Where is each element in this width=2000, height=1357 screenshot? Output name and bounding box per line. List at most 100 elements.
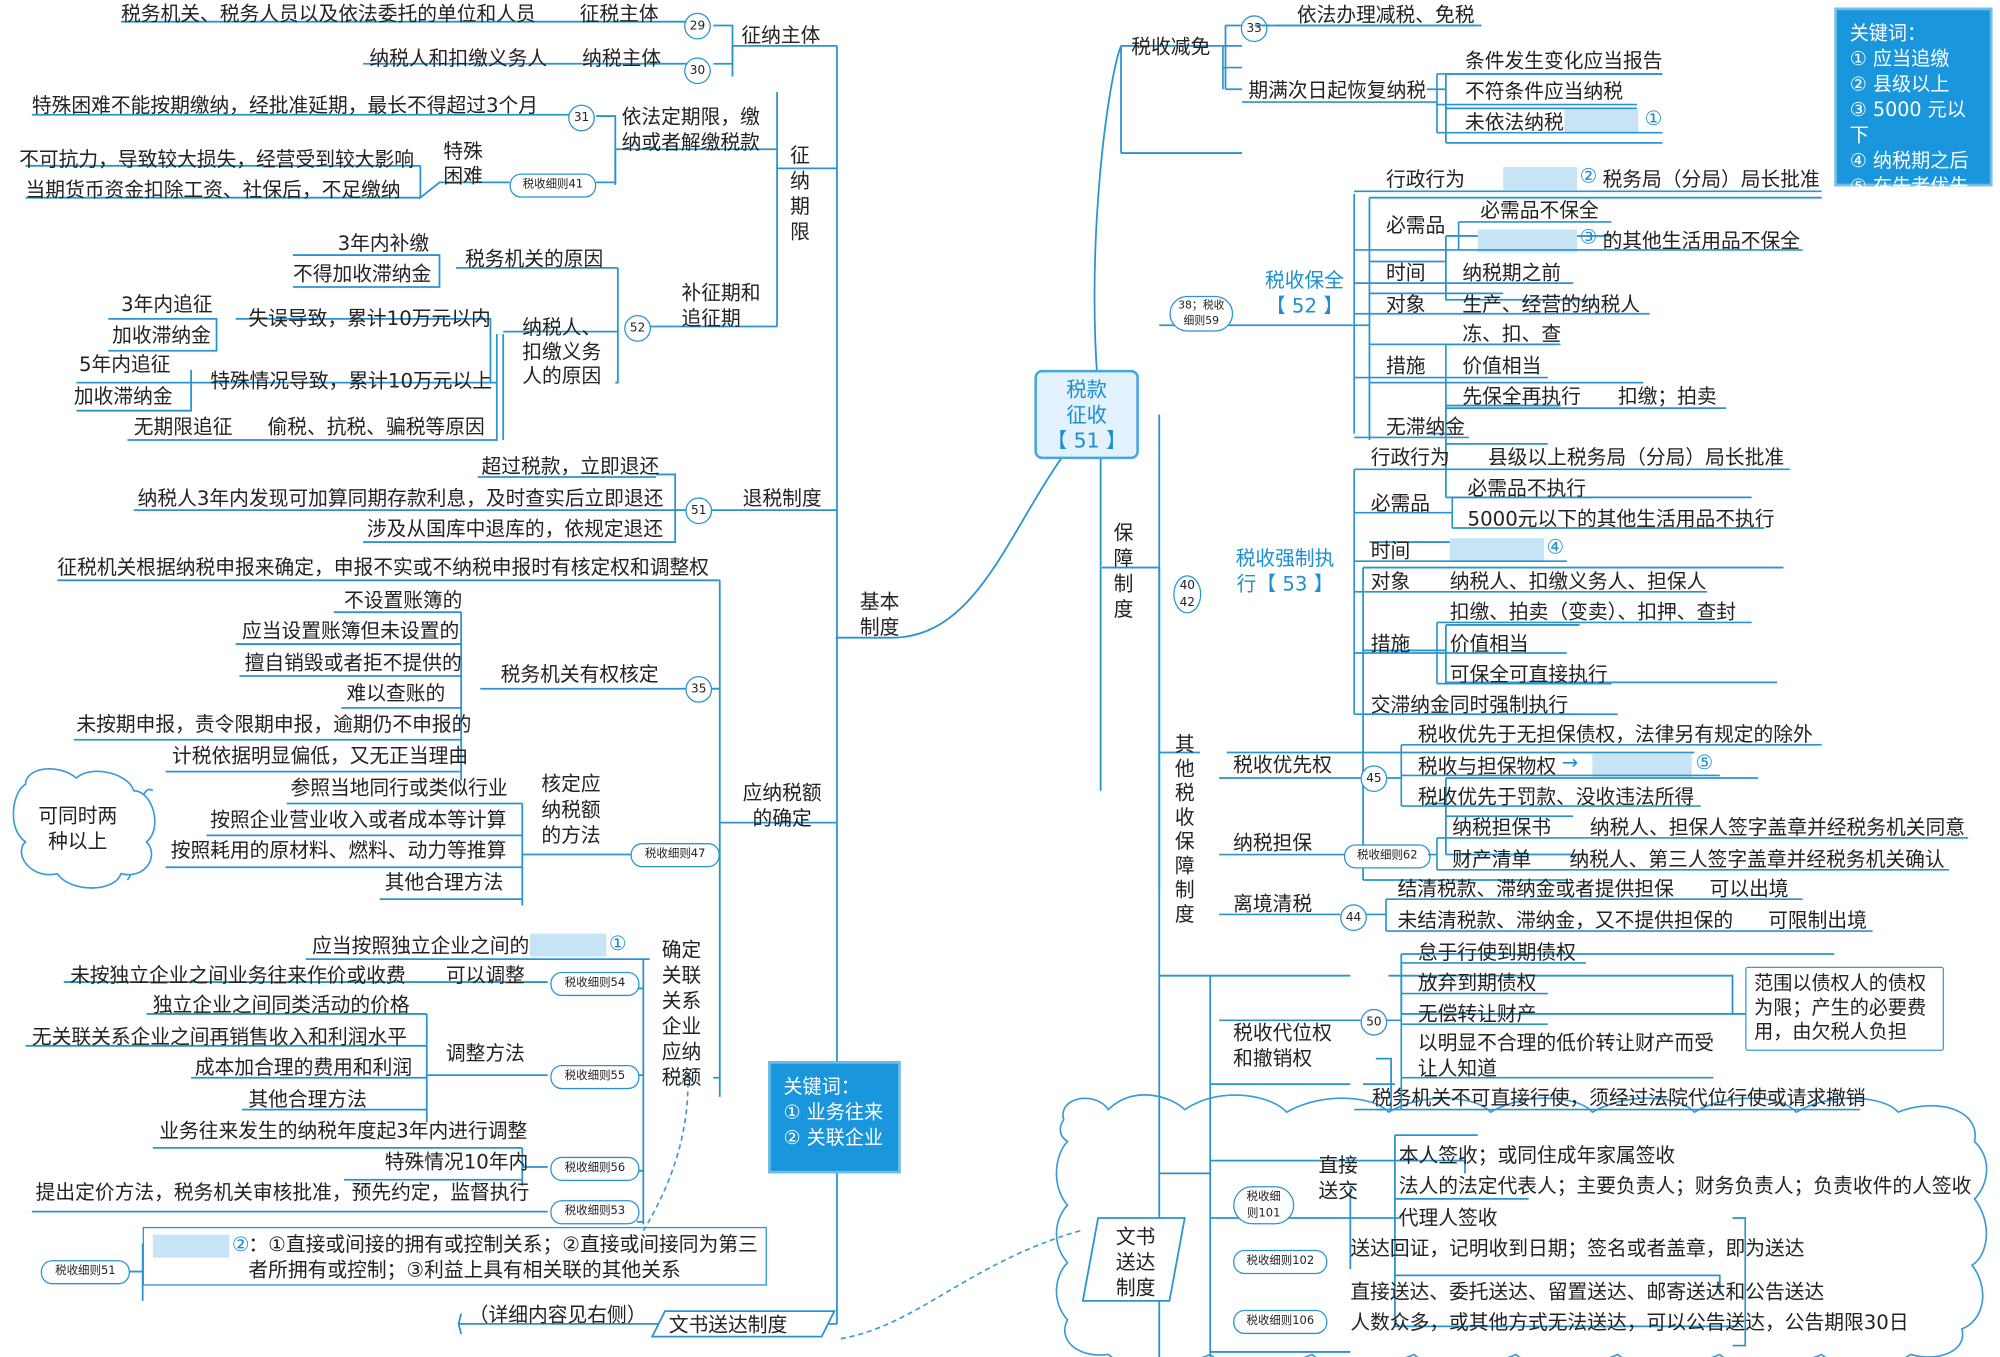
qixian-a-title: 依法定期限，缴 纳或者解缴税款 <box>621 105 760 155</box>
arrow-icon: → <box>1561 751 1579 775</box>
wenshu-left-title: 文书送达制度 <box>668 1313 788 1337</box>
bq-bx2: 的其他生活用品不保全 <box>1602 229 1801 253</box>
dw-4: 以明显不合理的低价转让财产而受 让人知道 <box>1417 1031 1715 1081</box>
zhengna-r2b: 纳税主体 <box>582 47 662 71</box>
b3: 失误导致，累计10万元以内 <box>248 307 491 331</box>
z3: 代理人签收 <box>1398 1206 1498 1230</box>
db-r2b: 纳税人、第三人签字盖章并经税务机关确认 <box>1569 848 1945 872</box>
oval-102: 税收细则102 <box>1233 1249 1328 1275</box>
yx-r3: 税收优先于罚款、没收违法所得 <box>1417 785 1695 809</box>
qz-cs: 措施 <box>1370 632 1411 656</box>
keywords-top-5: ⑤ 在先者优先 <box>1849 174 1969 198</box>
daiwei-title: 税收代位权 和撤销权 <box>1233 1021 1332 1071</box>
tiaozheng-title: 调整方法 <box>445 1042 525 1065</box>
qz-sj: 时间 <box>1370 539 1411 563</box>
ff-3: 按照耗用的原材料、燃料、动力等推算 <box>170 839 507 863</box>
oval-101: 税收细 则101 <box>1233 1186 1295 1225</box>
bq-bx1: 必需品不保全 <box>1480 198 1599 222</box>
cloud-note: 可同时两 种以上 <box>38 804 118 854</box>
guanlian-def: ：①直接或间接的拥有或控制关系；②直接或间接同为第三 者所拥有或控制；③利益上具… <box>248 1233 758 1282</box>
qz-dx1: 纳税人、扣缴义务人、担保人 <box>1449 570 1707 594</box>
qita-title: 其 他 税 收 保 障 制 度 <box>1174 733 1195 926</box>
yx-r2: 税收与担保物权 <box>1417 755 1557 778</box>
ref-35: 35 <box>685 675 713 703</box>
bq-dx: 对象 <box>1386 293 1426 317</box>
t-1: 独立企业之间同类活动的价格 <box>152 993 410 1017</box>
lj-r2: 未结清税款、滞纳金，又不提供担保的 <box>1397 909 1734 933</box>
oval-53: 税收细则53 <box>550 1200 640 1225</box>
qz-bx2: 5000元以下的其他生活用品不执行 <box>1467 507 1775 531</box>
guanlian-title: 确定 关联 关系 企业 应纳 税额 <box>661 938 702 1090</box>
b5: 无期限追征 <box>133 415 233 439</box>
lj-r1: 结清税款、滞纳金或者提供担保 <box>1397 877 1674 901</box>
ref-29: 29 <box>684 12 711 40</box>
baoquan-title: 税收保全 【 52 】 <box>1264 269 1344 318</box>
jm-r2a: 条件发生变化应当报告 <box>1464 49 1663 73</box>
center-line3: 【 51 】 <box>1046 428 1127 453</box>
g2: 未按独立企业之间业务往来作价或收费 <box>70 964 406 988</box>
blank-jm <box>1564 109 1639 133</box>
center-line2: 征收 <box>1066 403 1108 428</box>
blank-2 <box>152 1234 230 1258</box>
t-4: 其他合理方法 <box>248 1087 367 1111</box>
b1: 3年内补缴 <box>337 232 430 256</box>
keywords-mid-2: ② 关联企业 <box>783 1126 884 1150</box>
jm-r2c-num: ① <box>1644 107 1663 131</box>
zhengna-r2: 纳税人和扣缴义务人 <box>369 47 548 71</box>
bq-xz: 行政行为 <box>1386 168 1466 192</box>
g5: 提出定价方法，税务机关审核批准，预先约定，监督执行 <box>35 1181 530 1204</box>
bottom-num: ② <box>231 1233 250 1257</box>
keywords-top-title: 关键词： <box>1849 21 1927 45</box>
guanlian-def-box <box>142 1226 767 1286</box>
qixian-b-title: 补征期和 追征期 <box>681 281 761 331</box>
g2b: 可以调整 <box>445 964 525 988</box>
jm-r2: 期满次日起恢复纳税 <box>1248 79 1427 103</box>
blank-qz-sj <box>1449 538 1544 562</box>
qixian-a3: 当期货币资金扣除工资、社保后，不足缴纳 <box>25 178 401 202</box>
hed-1: 不设置账簿的 <box>343 589 463 613</box>
daiwei-note: 范围以债权人的债权 为限；产生的必要费 用，由欠税人负担 <box>1745 966 1944 1051</box>
qiangzhi-oval: 40 42 <box>1173 575 1202 614</box>
bq-dx1: 生产、经营的纳税人 <box>1462 293 1641 317</box>
center-hub: 税款 征收 【 51 】 <box>1034 369 1139 460</box>
db-r1b: 纳税人、担保人签字盖章并经税务机关同意 <box>1589 816 1966 840</box>
swjg-reason: 税务机关的原因 <box>464 247 604 271</box>
ref-31: 31 <box>568 104 595 132</box>
yingna-top: 征税机关根据纳税申报来确定，申报不实或不纳税申报时有核定权和调整权 <box>57 556 709 580</box>
db-r2: 财产清单 <box>1452 848 1532 872</box>
oval-62: 税收细则62 <box>1343 844 1431 869</box>
dw-2: 放弃到期债权 <box>1417 971 1537 995</box>
bq-cs2: 价值相当 <box>1462 354 1542 378</box>
bq-sj1: 纳税期之前 <box>1462 261 1562 285</box>
b4a: 5年内追征 <box>78 353 171 377</box>
dw-1: 怠于行使到期债权 <box>1417 941 1576 965</box>
oval-41: 税收细则41 <box>509 173 597 198</box>
qz-xzb: 县级以上税务局（分局）局长批准 <box>1487 446 1785 470</box>
qz-bx1: 必需品不执行 <box>1467 476 1587 500</box>
hed-5: 未按期申报，责令限期申报，逾期仍不申报的 <box>76 712 472 736</box>
b3a: 3年内追征 <box>121 293 213 317</box>
oval-54: 税收细则54 <box>550 971 640 997</box>
bq-cs1: 冻、扣、查 <box>1462 322 1562 346</box>
tuishui-r3: 涉及从国库中退库的，依规定退还 <box>366 517 664 541</box>
qz-cs1: 扣缴、拍卖（变卖）、扣押、查封 <box>1449 600 1737 624</box>
bq-cs3: 先保全再执行 <box>1462 385 1581 409</box>
bq-sj: 时间 <box>1386 261 1426 285</box>
keywords-top: 关键词： ① 应当追缴 ② 县级以上 ③ 5000 元以下 ④ 纳税期之后 ⑤ … <box>1834 7 1993 198</box>
yingna-title: 应纳税额 的确定 <box>742 781 822 831</box>
tuishui-r2: 纳税人3年内发现可加算同期存款利息，及时查实后立即退还 <box>137 487 664 511</box>
hed-3: 擅自销毁或者拒不提供的 <box>244 651 462 675</box>
t-2: 无关联关系企业之间再销售收入和利润水平 <box>31 1025 408 1049</box>
fangfa-title: 核定应 纳税额 的方法 <box>541 772 601 847</box>
jm-r2c: 未依法纳税 <box>1464 110 1564 134</box>
keywords-top-2: ② 县级以上 <box>1849 72 1950 96</box>
bq-bx: 必需品 <box>1386 214 1446 238</box>
qiangzhi-title: 税收强制执 行【 53 】 <box>1235 547 1335 596</box>
b3b: 加收滞纳金 <box>112 323 211 347</box>
bq-bx2-num: ③ <box>1579 225 1598 249</box>
r106a: 直接送达、委托送达、留置送达、邮寄送达和公告送达 <box>1350 1280 1825 1304</box>
r106b: 人数众多，或其他方式无法送达，可以公告送达，公告期限30日 <box>1350 1311 1909 1335</box>
